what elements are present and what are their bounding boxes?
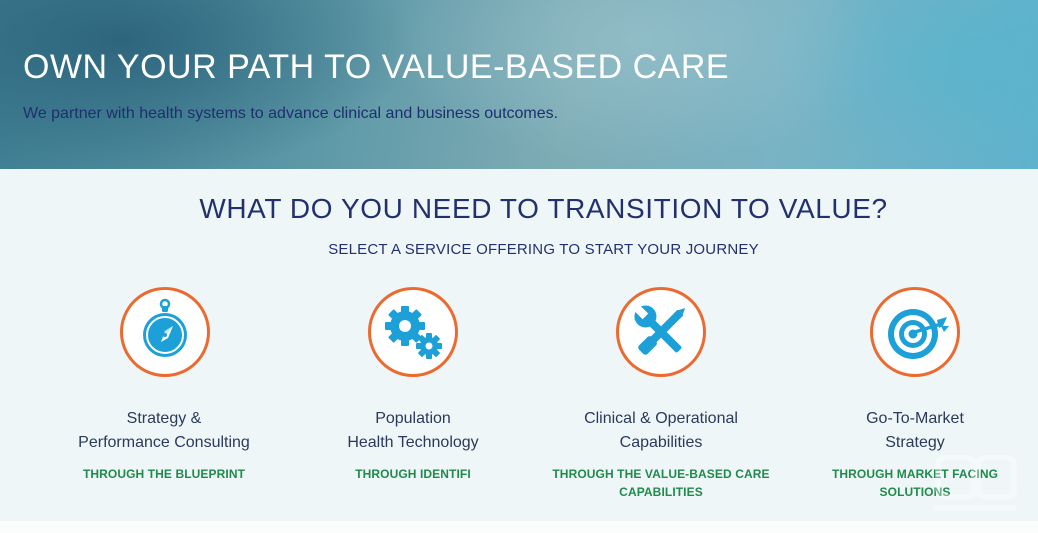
offering-link[interactable]: THROUGH THE VALUE-BASED CARE CAPABILITIE… — [541, 465, 781, 501]
offering-link[interactable]: THROUGH MARKET FACING SOLUTIONS — [795, 465, 1035, 501]
offering-link-line2[interactable]: CAPABILITIES — [619, 485, 703, 499]
offering-title-line2: Capabilities — [619, 434, 703, 451]
target-icon — [870, 287, 960, 377]
watermark-logo-icon — [934, 455, 1017, 511]
offering-link-line1[interactable]: THROUGH THE BLUEPRINT — [82, 467, 246, 481]
wrench-screwdriver-icon — [616, 287, 706, 377]
hero-banner: OWN YOUR PATH TO VALUE-BASED CARE We par… — [0, 0, 1038, 169]
offering-title: Clinical & Operational Capabilities — [541, 407, 781, 455]
offering-title-line1: Population — [375, 410, 451, 427]
compass-icon — [120, 287, 210, 377]
section-subtitle: SELECT A SERVICE OFFERING TO START YOUR … — [328, 241, 759, 258]
offering-title-line2: Health Technology — [347, 434, 479, 451]
offering-link-line1[interactable]: THROUGH MARKET FACING — [831, 467, 999, 481]
offering-link[interactable]: THROUGH THE BLUEPRINT — [44, 465, 284, 483]
offering-title-line1: Clinical & Operational — [584, 410, 738, 427]
service-offerings-section: WHAT DO YOU NEED TO TRANSITION TO VALUE?… — [0, 169, 1038, 521]
offering-clinical-operational[interactable]: Clinical & Operational Capabilities THRO… — [541, 169, 781, 521]
offering-title-line2: Performance Consulting — [78, 434, 250, 451]
offering-title-line2: Strategy — [885, 434, 945, 451]
offering-title: Strategy & Performance Consulting — [44, 407, 284, 455]
offering-title-line1: Strategy & — [126, 410, 202, 427]
offering-go-to-market[interactable]: Go-To-Market Strategy THROUGH MARKET FAC… — [795, 169, 1035, 521]
section-title: WHAT DO YOU NEED TO TRANSITION TO VALUE? — [199, 193, 888, 224]
offering-population-health[interactable]: Population Health Technology THROUGH IDE… — [293, 169, 533, 521]
offering-link-line1[interactable]: THROUGH THE VALUE-BASED CARE — [552, 467, 770, 481]
offering-title: Population Health Technology — [293, 407, 533, 455]
offering-link-line2[interactable]: SOLUTIONS — [879, 485, 951, 499]
gears-icon — [368, 287, 458, 377]
offering-link[interactable]: THROUGH IDENTIFI — [293, 465, 533, 483]
offering-title-line1: Go-To-Market — [866, 410, 964, 427]
offering-link-line1[interactable]: THROUGH IDENTIFI — [355, 467, 471, 481]
hero-title: OWN YOUR PATH TO VALUE-BASED CARE — [23, 48, 730, 86]
hero-subtitle: We partner with health systems to advanc… — [23, 105, 559, 122]
offering-title: Go-To-Market Strategy — [795, 407, 1035, 455]
offering-strategy-consulting[interactable]: Strategy & Performance Consulting THROUG… — [44, 169, 284, 521]
footer-strip — [0, 521, 1038, 533]
